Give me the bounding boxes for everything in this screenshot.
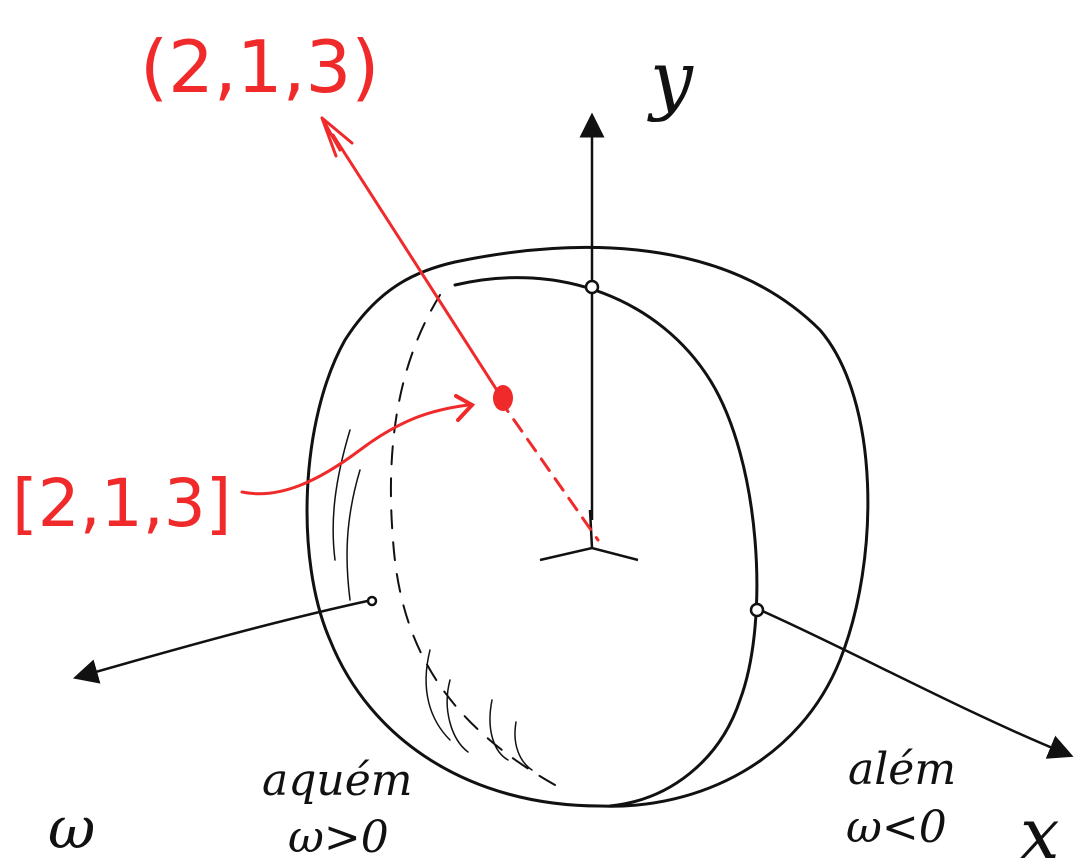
sphere-outline [305,245,870,808]
far-side-condition: ω<0 [846,802,947,853]
red-point-dot [493,385,513,411]
w-intersection-dot [366,595,378,607]
red-pointer-head [454,394,476,422]
sphere-front-face [453,276,759,808]
axis-w-label: ω [48,794,95,862]
red-pointer-curve [240,403,470,496]
axis-intersections [366,279,765,618]
vector-point-label: (2,1,3) [140,25,379,109]
axis-y-label: y [647,34,694,123]
near-side-title: aquém [262,755,413,806]
red-vector-dashed [498,398,600,542]
vector-projective-label: [2,1,3] [12,465,231,542]
origin-tripod [539,509,639,562]
axes [72,112,1074,759]
sphere-shading [332,429,533,771]
red-vector [240,116,600,542]
axis-x-line [759,608,1074,759]
arrowhead-red-icon [320,116,354,158]
near-side-condition: ω>0 [288,812,389,863]
red-vector-shaft [331,133,502,397]
y-intersection-dot [584,279,600,295]
sphere-hidden-edge [389,294,556,786]
axis-w-line [72,598,373,684]
x-intersection-dot [749,602,765,618]
far-side-title: além [848,744,956,795]
axis-x-label: x [1020,793,1059,866]
